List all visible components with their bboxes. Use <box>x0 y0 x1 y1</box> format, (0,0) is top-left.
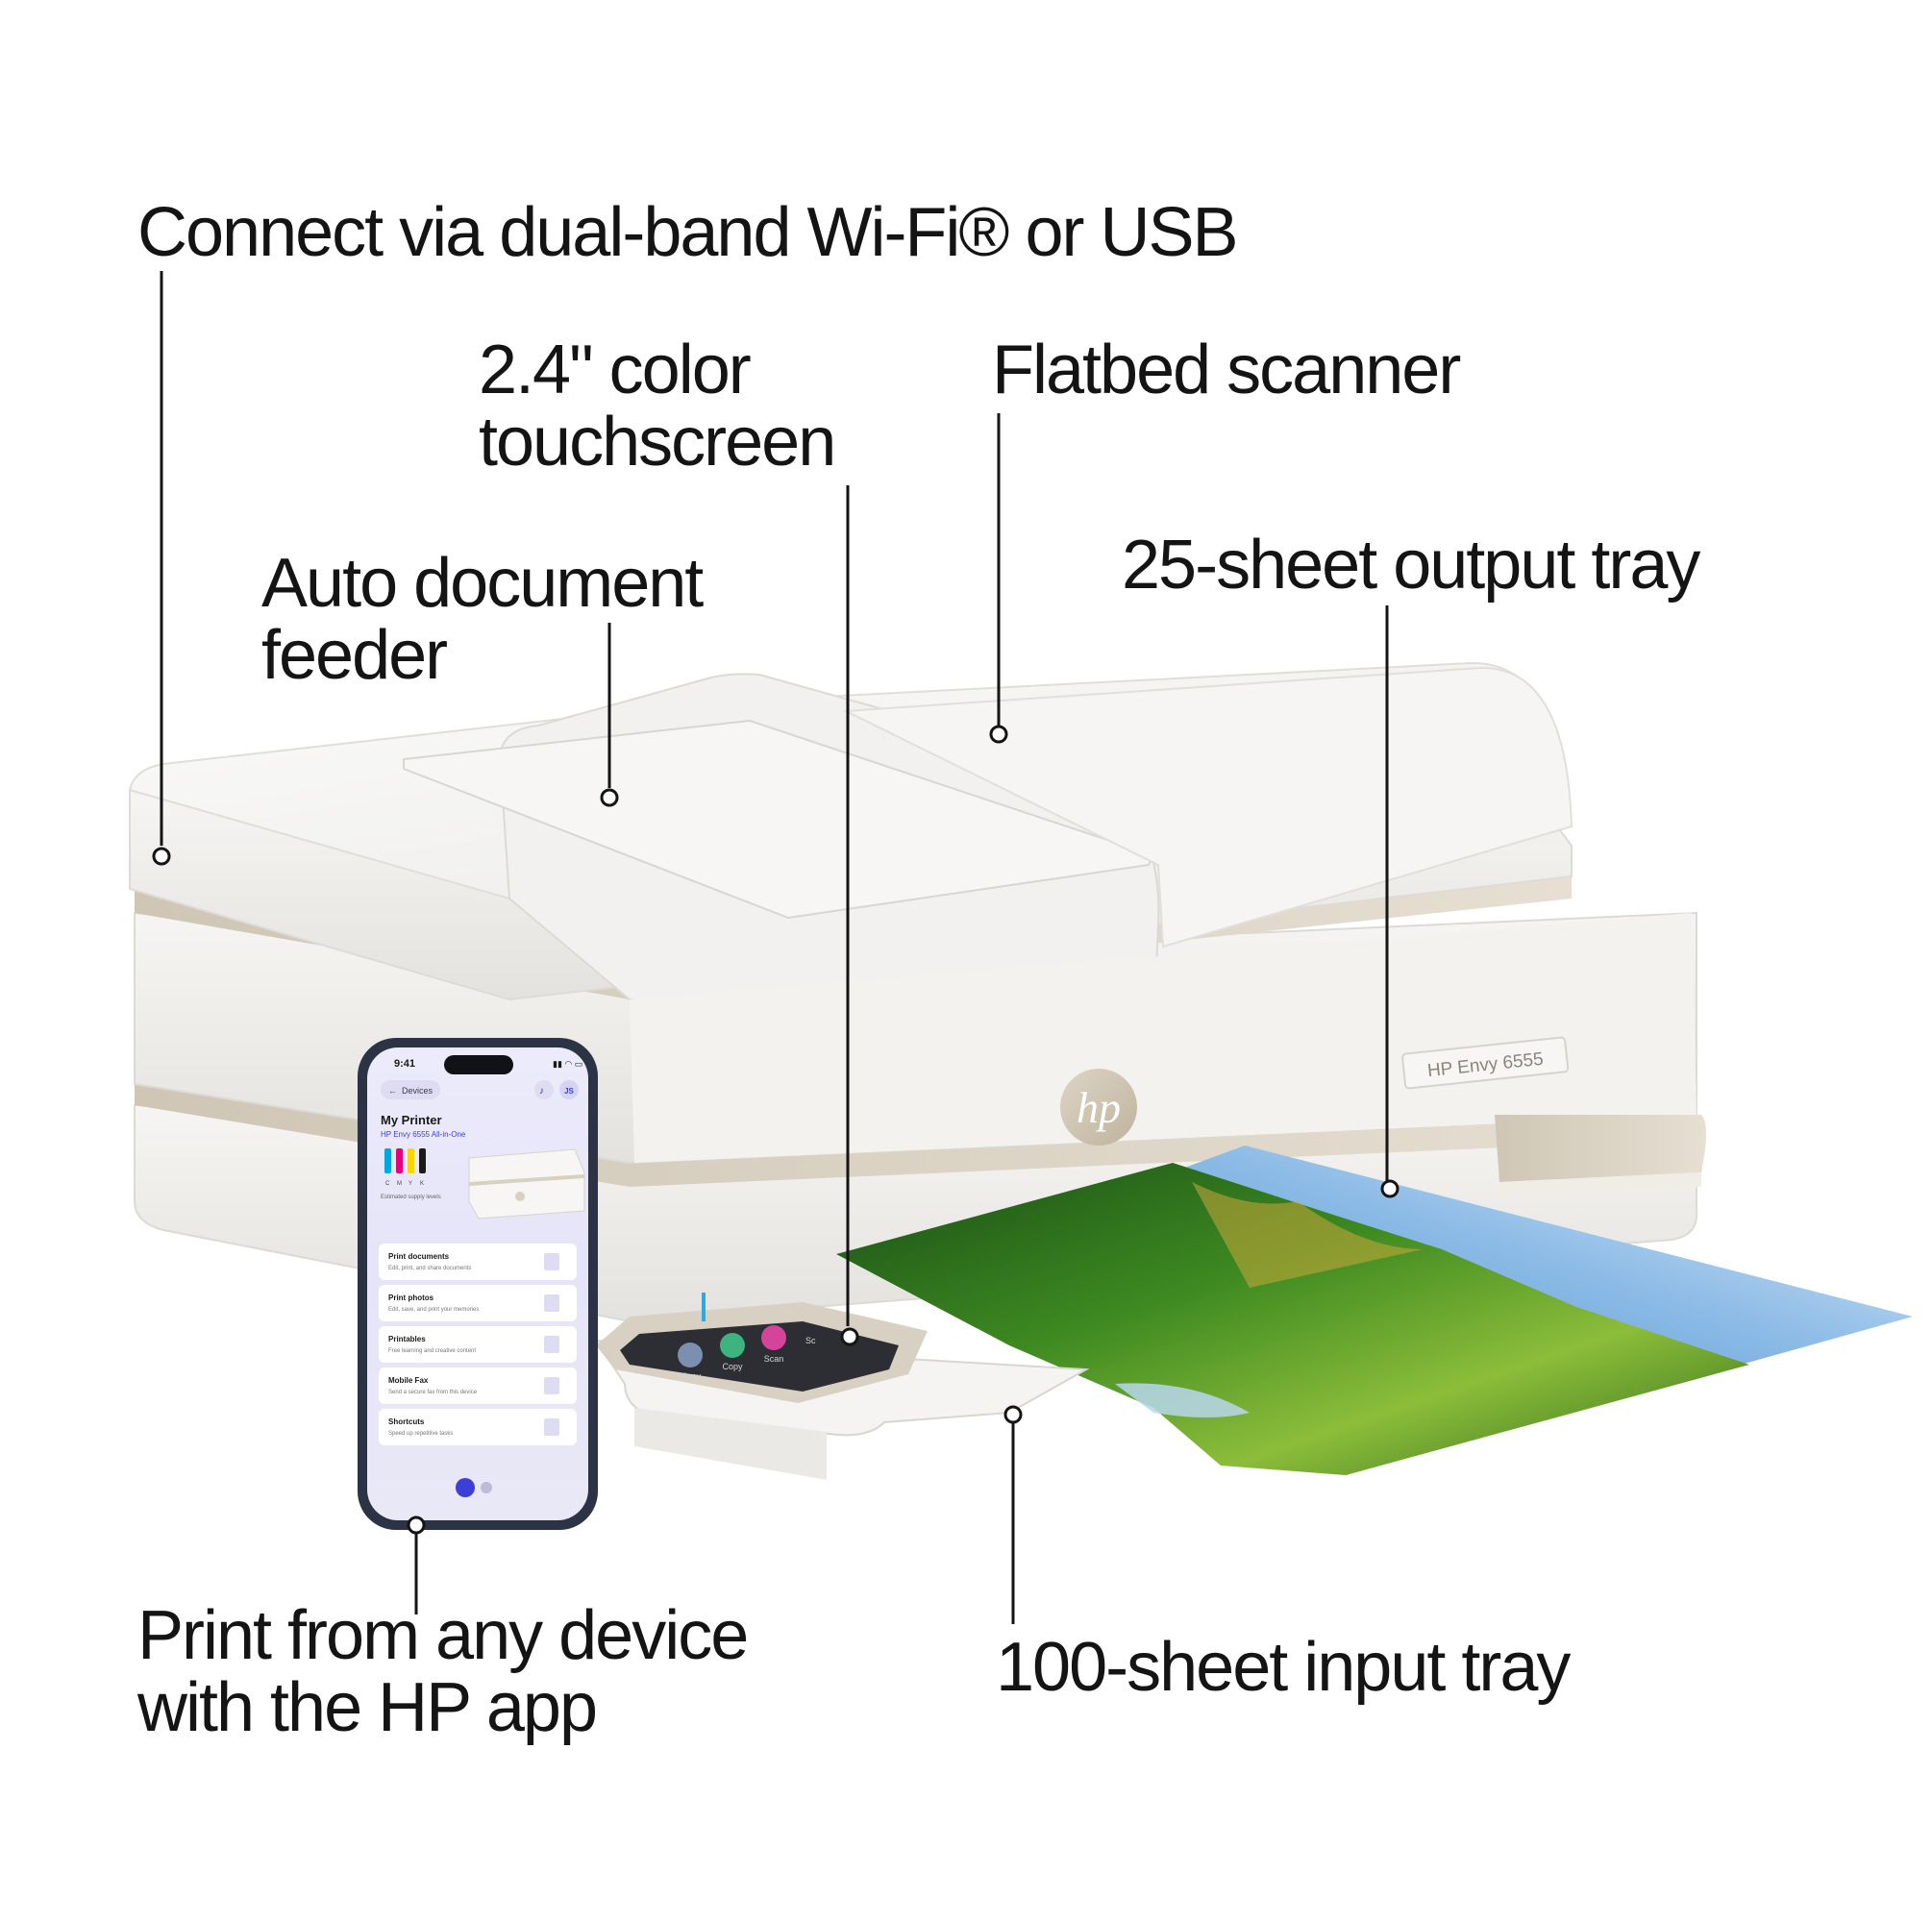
menu-desc: Edit, save, and print your memories <box>388 1307 479 1313</box>
phone-menu-item-mobile-fax[interactable]: Mobile Fax Send a secure fax from this d… <box>379 1368 577 1404</box>
callout-scanner: Flatbed scanner <box>992 332 1461 408</box>
menu-desc: Free learning and creative content <box>388 1348 476 1354</box>
menu-title: Print documents <box>388 1252 450 1261</box>
output-slot <box>630 913 1697 1163</box>
control-panel-screen <box>620 1321 899 1392</box>
menu-title: Printables <box>388 1335 426 1343</box>
dot-input-tray <box>1003 1405 1023 1424</box>
dot-app <box>407 1515 426 1535</box>
callout-output-tray-line1: 25-sheet output tray <box>1122 527 1700 604</box>
bell-glyph: ♪ <box>539 1086 544 1097</box>
callout-connect-line1: Connect via dual-band Wi-Fi® or USB <box>137 194 1239 271</box>
hp-logo-badge <box>1060 1069 1137 1146</box>
document-icon <box>544 1253 559 1270</box>
callout-adf-line1: Auto document <box>261 545 704 622</box>
printed-photo-landscape <box>836 1163 1749 1475</box>
ink-label-c: C <box>385 1181 390 1187</box>
fax-icon <box>544 1377 559 1394</box>
output-tray-edge <box>1499 1172 1701 1196</box>
phone-menu-item-printables[interactable]: Printables Free learning and creative co… <box>379 1326 577 1363</box>
callout-app: Print from any device with the HP app <box>137 1597 749 1746</box>
callout-leaders <box>160 271 1389 1624</box>
panel-menu-label: Menu <box>680 1371 702 1381</box>
smartphone: 9:41 ▮▮ ◠ ▭ ← Devices ♪ JS My Printer HP… <box>358 1038 598 1530</box>
phone-menu-item-print-documents[interactable]: Print documents Edit, print, and share d… <box>379 1244 577 1280</box>
dot-touchscreen <box>840 1327 859 1346</box>
ink-level-bars <box>384 1148 426 1173</box>
callout-adf: Auto document feeder <box>261 545 704 694</box>
ink-caption: Estimated supply levels <box>381 1195 441 1200</box>
callout-output-tray: 25-sheet output tray <box>1122 527 1700 604</box>
callout-input-tray: 100-sheet input tray <box>996 1629 1571 1706</box>
back-arrow-icon: ← <box>388 1086 397 1096</box>
avatar[interactable] <box>559 1080 579 1099</box>
sparkle-icon <box>544 1336 559 1353</box>
callout-connect: Connect via dual-band Wi-Fi® or USB <box>137 194 1239 271</box>
mini-printer-image <box>468 1148 585 1220</box>
photo-ridge <box>1192 1182 1423 1288</box>
callout-app-line1: Print from any device <box>137 1597 749 1674</box>
phone-menu-item-print-photos[interactable]: Print photos Edit, save, and print your … <box>379 1285 577 1321</box>
model-badge <box>1401 1036 1570 1090</box>
callout-touchscreen-line2: touchscreen <box>479 404 836 480</box>
panel-scan-label: Scan <box>764 1354 784 1364</box>
ink-label-y: Y <box>409 1181 412 1187</box>
phone-dynamic-island <box>444 1055 513 1074</box>
callout-touchscreen-line1: 2.4" color <box>479 332 752 408</box>
panel-menu-icon[interactable] <box>678 1343 703 1368</box>
output-tray <box>1495 1115 1706 1182</box>
adf-input-tray <box>403 719 1155 920</box>
avatar-initials: JS <box>564 1087 574 1096</box>
menu-desc: Speed up repetitive tasks <box>388 1431 453 1437</box>
dot-scanner <box>989 725 1008 744</box>
panel-copy-label: Copy <box>722 1362 743 1371</box>
phone-time: 9:41 <box>394 1058 415 1070</box>
bell-icon[interactable] <box>534 1080 554 1099</box>
menu-title: Print photos <box>388 1294 434 1302</box>
callout-adf-line2: feeder <box>261 617 448 694</box>
input-tray-lip <box>634 1408 827 1480</box>
phone-back-button[interactable] <box>381 1080 440 1099</box>
scanner-raised-panel <box>842 666 1573 949</box>
panel-copy-icon[interactable] <box>720 1333 745 1358</box>
photo-river <box>1115 1383 1250 1417</box>
callout-scanner-line1: Flatbed scanner <box>992 332 1461 408</box>
hp-logo-text: hp <box>1077 1083 1121 1132</box>
dot-connect <box>152 847 171 866</box>
ink-label-m: M <box>397 1181 402 1187</box>
callout-app-line2: with the HP app <box>137 1669 598 1746</box>
callout-input-tray-line1: 100-sheet input tray <box>996 1629 1571 1706</box>
ink-label-k: K <box>420 1181 424 1187</box>
phone-printer-tab-icon[interactable] <box>481 1482 492 1493</box>
dot-adf <box>600 788 619 807</box>
callout-dots <box>152 725 1399 1535</box>
menu-title: Shortcuts <box>388 1417 425 1426</box>
phone-back-label: Devices <box>402 1086 433 1096</box>
callout-touchscreen: 2.4" color touchscreen <box>479 332 836 480</box>
photo-icon <box>544 1294 559 1312</box>
menu-title: Mobile Fax <box>388 1376 429 1385</box>
phone-menu-item-shortcuts[interactable]: Shortcuts Speed up repetitive tasks <box>379 1409 577 1445</box>
phone-title: My Printer <box>381 1113 442 1127</box>
phone-home-tab-icon[interactable] <box>456 1478 475 1497</box>
shortcuts-icon <box>544 1418 559 1436</box>
panel-more-label: Sc <box>805 1336 816 1345</box>
menu-desc: Edit, print, and share documents <box>388 1266 471 1271</box>
menu-desc: Send a secure fax from this device <box>388 1390 478 1395</box>
dot-output-tray <box>1380 1179 1399 1198</box>
panel-scan-icon[interactable] <box>761 1325 786 1350</box>
wifi-indicator-light <box>702 1293 706 1321</box>
phone-status-icons: ▮▮ ◠ ▭ <box>553 1059 582 1069</box>
phone-subtitle: HP Envy 6555 All-in-One <box>381 1130 466 1139</box>
